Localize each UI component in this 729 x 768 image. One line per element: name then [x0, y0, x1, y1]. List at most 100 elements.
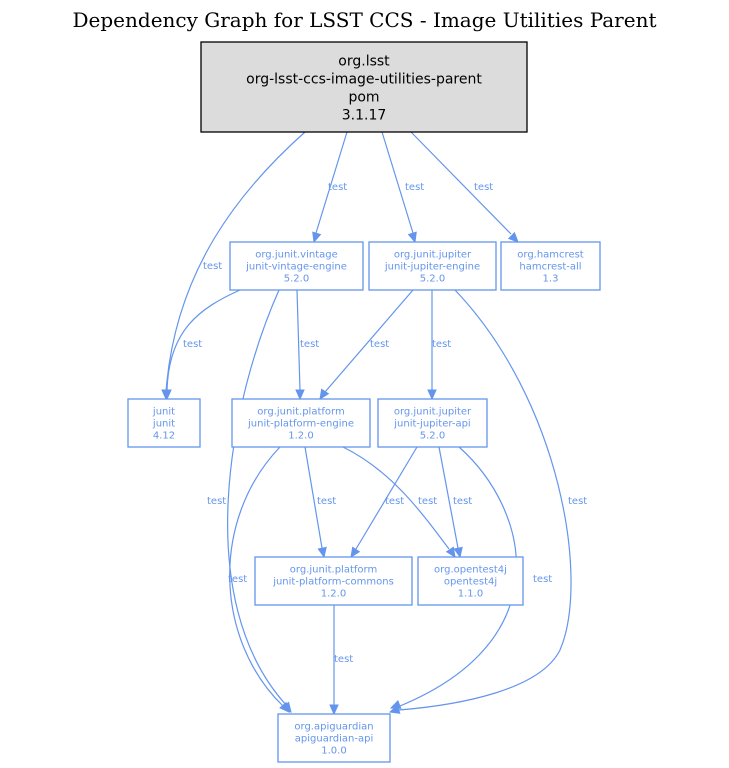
edge-platform-engine-to-platform-commons: test — [304, 446, 336, 559]
node-group-id: org.junit.jupiter — [394, 250, 472, 261]
edge-label: test — [432, 339, 451, 350]
node-artifact-id: hamcrest-all — [519, 262, 581, 273]
node-box — [377, 398, 488, 448]
edge-label: test — [533, 574, 552, 585]
node-packaging: pom — [348, 89, 379, 105]
edge-line — [304, 446, 323, 549]
node-artifact-id: junit-jupiter-engine — [384, 262, 480, 273]
node-version: 1.2.0 — [288, 431, 313, 442]
arrowhead-icon — [279, 701, 290, 713]
node-box — [500, 241, 601, 291]
edge-root-to-hamcrest: test — [410, 131, 519, 243]
arrowhead-icon — [445, 546, 456, 559]
arrowhead-icon — [507, 231, 519, 243]
node-artifact-id: junit-vintage-engine — [245, 262, 347, 273]
nodes-layer: org.lsstorg-lsst-ccs-image-utilities-par… — [127, 41, 601, 763]
edge-label: test — [405, 182, 424, 193]
arrowhead-icon — [427, 389, 437, 401]
node-version: 3.1.17 — [342, 107, 387, 123]
edge-line — [296, 289, 301, 391]
edge-platform-engine-to-opentest4j: test — [342, 446, 456, 559]
node-version: 1.2.0 — [321, 589, 346, 600]
arrowhead-icon — [453, 546, 463, 559]
arrowhead-icon — [312, 231, 322, 244]
edge-label: test — [228, 574, 247, 585]
edge-line — [410, 131, 512, 235]
node-box — [368, 241, 497, 291]
node-group-id: org.junit.platform — [257, 407, 344, 418]
node-version: 5.2.0 — [420, 274, 445, 285]
arrowhead-icon — [319, 388, 330, 401]
edge-line — [438, 446, 459, 549]
edge-root-to-vintage: test — [312, 131, 348, 244]
edge-line — [166, 289, 241, 393]
edge-label: test — [474, 182, 493, 193]
edge-label: test — [328, 182, 347, 193]
edge-jupiter-api-to-opentest4j: test — [438, 446, 472, 559]
edge-line — [315, 131, 348, 234]
edge-line — [355, 446, 418, 550]
node-artifact-id: org-lsst-ccs-image-utilities-parent — [246, 71, 482, 87]
node-box — [231, 398, 371, 448]
node-version: 5.2.0 — [420, 431, 445, 442]
edge-label: test — [453, 496, 472, 507]
edge-line — [227, 289, 288, 707]
edge-label: test — [568, 496, 587, 507]
node-group-id: org.apiguardian — [294, 722, 373, 733]
edge-line — [165, 131, 306, 393]
edge-line — [324, 289, 414, 393]
node-artifact-id: junit — [152, 419, 175, 430]
edge-vintage-to-apiguardian: test — [207, 289, 292, 713]
edge-platform-commons-to-apiguardian: test — [329, 605, 353, 716]
arrowhead-icon — [162, 389, 172, 401]
edge-jupiter-engine-to-jupiter-api: test — [427, 290, 451, 401]
edge-vintage-to-junit: test — [162, 289, 241, 401]
edge-line — [342, 446, 450, 550]
edge-vintage-to-platform-engine: test — [295, 289, 319, 401]
edge-label: test — [418, 496, 437, 507]
edge-label: test — [370, 339, 389, 350]
arrowhead-icon — [407, 231, 417, 244]
node-version: 1.1.0 — [458, 589, 483, 600]
node-version: 4.12 — [153, 431, 175, 442]
node-version: 1.0.0 — [321, 746, 346, 757]
node-group-id: org.opentest4j — [434, 565, 507, 576]
arrowhead-icon — [295, 389, 305, 401]
node-box — [127, 398, 201, 448]
edge-label: test — [183, 339, 202, 350]
node-box — [417, 556, 524, 606]
node-platform-engine[interactable]: org.junit.platformjunit-platform-engine1… — [231, 398, 371, 448]
edge-label: test — [203, 261, 222, 272]
edge-label: test — [207, 496, 226, 507]
edge-label: test — [300, 339, 319, 350]
edge-jupiter-engine-to-platform-engine: test — [319, 289, 414, 401]
edge-line — [398, 289, 572, 711]
edge-line — [229, 446, 284, 707]
node-box — [229, 241, 364, 291]
node-root[interactable]: org.lsstorg-lsst-ccs-image-utilities-par… — [200, 41, 528, 133]
node-artifact-id: junit-platform-engine — [247, 419, 354, 430]
node-artifact-id: opentest4j — [444, 577, 497, 588]
node-group-id: junit — [152, 407, 175, 418]
edge-platform-engine-to-apiguardian: test — [228, 446, 290, 713]
node-vintage[interactable]: org.junit.vintagejunit-vintage-engine5.2… — [229, 241, 364, 291]
node-jupiter-engine[interactable]: org.junit.jupiterjunit-jupiter-engine5.2… — [368, 241, 497, 291]
node-version: 5.2.0 — [284, 274, 309, 285]
node-group-id: org.junit.platform — [290, 565, 377, 576]
edge-label: test — [385, 496, 404, 507]
edge-line — [381, 131, 414, 234]
edge-root-to-jupiter-engine: test — [381, 131, 424, 244]
arrowhead-icon — [350, 546, 361, 559]
arrowhead-icon — [317, 546, 327, 559]
node-group-id: org.junit.jupiter — [394, 407, 472, 418]
node-group-id: org.junit.vintage — [255, 250, 338, 261]
node-group-id: org.hamcrest — [517, 250, 584, 261]
graph-title: Dependency Graph for LSST CCS - Image Ut… — [72, 8, 657, 32]
node-version: 1.3 — [543, 274, 559, 285]
node-platform-commons[interactable]: org.junit.platformjunit-platform-commons… — [254, 556, 413, 606]
